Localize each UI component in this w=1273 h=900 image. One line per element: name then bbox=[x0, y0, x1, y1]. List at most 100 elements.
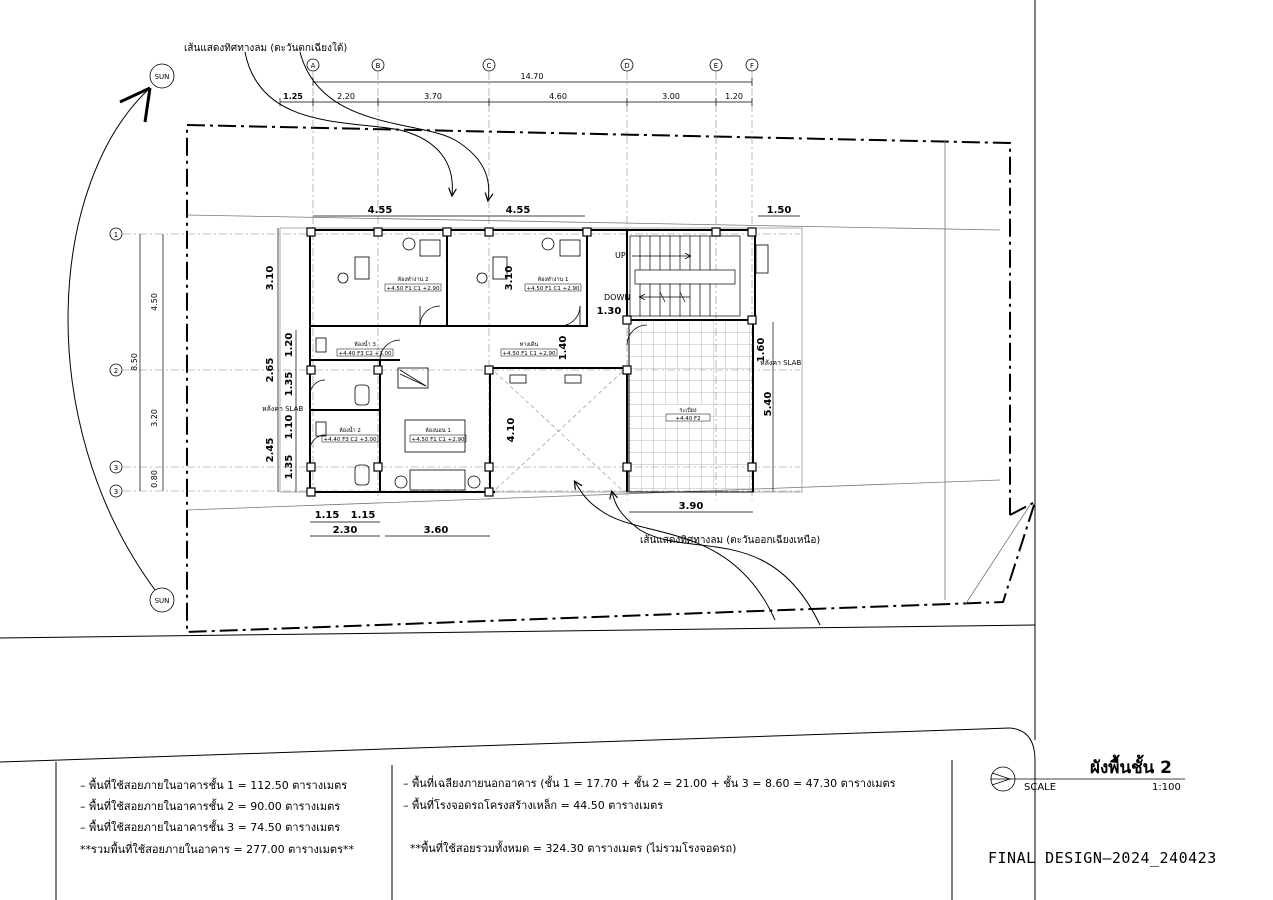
dim-left-outer-4: 0.80 bbox=[150, 470, 159, 488]
structural-columns bbox=[306, 227, 757, 497]
sheet-frame bbox=[0, 0, 1036, 900]
dim-top-3: 3.70 bbox=[424, 92, 442, 101]
dim-bottom-3: 2.30 bbox=[333, 525, 358, 536]
svg-text:+4.50 F1 C1 +2.90: +4.50 F1 C1 +2.90 bbox=[527, 286, 580, 292]
svg-text:+4.40 F3 C2 +3.00: +4.40 F3 C2 +3.00 bbox=[339, 351, 392, 357]
svg-text:ห้องนอน 1: ห้องนอน 1 bbox=[425, 427, 451, 434]
grid-bubble-a: A bbox=[306, 58, 320, 72]
dim-interior-6: 5.40 bbox=[763, 392, 774, 417]
svg-text:1: 1 bbox=[114, 231, 118, 239]
roof-slab-label-left: หลังคา SLAB bbox=[262, 405, 303, 413]
svg-text:+4.40 F3 C2 +3.00: +4.40 F3 C2 +3.00 bbox=[324, 437, 377, 443]
sun-top-marker: SUN bbox=[149, 63, 175, 89]
dim-room-top-3: 1.50 bbox=[767, 205, 792, 216]
design-code: FINAL DESIGN–2024_240423 bbox=[988, 849, 1217, 867]
void-cross bbox=[494, 371, 623, 491]
room-tag-bedroom-1: ห้องนอน 1 +4.50 F1 C1 +2.90 bbox=[409, 427, 467, 443]
adjacent-lines bbox=[186, 140, 1031, 606]
dim-top-4: 4.60 bbox=[549, 92, 567, 101]
svg-text:+4.50 F1 C1 +2.90: +4.50 F1 C1 +2.90 bbox=[387, 286, 440, 292]
room-tags: ห้องทำงาน 2 +4.50 F1 C1 +2.90 ห้องทำงาน … bbox=[321, 276, 711, 443]
wind-arrows bbox=[244, 51, 821, 626]
sheet-title: ผังพื้นชั้น 2 bbox=[1090, 758, 1172, 778]
dim-left-inner-5: 1.35 bbox=[284, 372, 295, 397]
stair-up-label: UP bbox=[615, 251, 626, 260]
dim-left-outer-1: 4.50 bbox=[150, 293, 159, 311]
dim-left-outer-3: 3.20 bbox=[150, 409, 159, 427]
dim-left-inner-7: 1.35 bbox=[284, 455, 295, 480]
svg-text:D: D bbox=[624, 62, 629, 70]
dim-interior-5: 1.60 bbox=[756, 338, 767, 363]
dim-bottom-4: 3.60 bbox=[424, 525, 449, 536]
grid-bubble-c: C bbox=[482, 58, 496, 72]
area-note-floor-1: – พื้นที่ใช้สอยภายในอาคารชั้น 1 = 112.50… bbox=[80, 779, 348, 792]
staircase bbox=[629, 235, 741, 317]
svg-text:SUN: SUN bbox=[155, 597, 170, 605]
svg-text:3: 3 bbox=[114, 488, 118, 496]
floor-slab bbox=[279, 227, 803, 493]
dim-top-1: 1.25 bbox=[283, 92, 303, 101]
svg-text:+4.50 F1 C1 +2.90: +4.50 F1 C1 +2.90 bbox=[412, 437, 465, 443]
room-tag-corridor: ทางเดิน +4.50 F1 C1 +2.90 bbox=[500, 341, 558, 357]
roof-slab-label-right: หลังคา SLAB bbox=[760, 359, 801, 367]
dim-interior-2: 1.30 bbox=[597, 306, 622, 317]
area-note-carport: – พื้นที่โรงจอดรถโครงสร้างเหล็ก = 44.50 … bbox=[403, 799, 664, 812]
svg-text:A: A bbox=[311, 62, 316, 70]
area-note-grand-total: **พื้นที่ใช้สอยรวมทั้งหมด = 324.30 ตาราง… bbox=[410, 842, 737, 855]
svg-text:+4.50 F1 C1 +2.90: +4.50 F1 C1 +2.90 bbox=[503, 351, 556, 357]
scale-label: SCALE bbox=[1024, 782, 1057, 793]
svg-text:SUN: SUN bbox=[155, 73, 170, 81]
left-dimensions bbox=[139, 228, 297, 492]
svg-text:ทางเดิน: ทางเดิน bbox=[520, 341, 539, 348]
dim-left-inner-4: 1.20 bbox=[284, 333, 295, 358]
dim-bottom-5: 3.90 bbox=[679, 501, 704, 512]
svg-text:ห้องทำงาน 1: ห้องทำงาน 1 bbox=[537, 276, 568, 283]
dim-top-6: 1.20 bbox=[725, 92, 743, 101]
room-tag-bathroom-3: ห้องน้ำ 3 +4.40 F3 C2 +3.00 bbox=[336, 340, 394, 357]
area-note-total-interior: **รวมพื้นที่ใช้สอยภายในอาคาร = 277.00 ตา… bbox=[80, 843, 354, 856]
dim-interior-4: 4.10 bbox=[506, 418, 517, 443]
scale-symbol bbox=[990, 766, 1185, 792]
svg-text:ห้องน้ำ 3: ห้องน้ำ 3 bbox=[354, 340, 376, 348]
dim-left-inner-1: 3.10 bbox=[265, 266, 276, 291]
grid-bubble-1: 1 bbox=[109, 227, 123, 241]
grid-bubble-2: 2 bbox=[109, 363, 123, 377]
grid-bubble-f: F bbox=[745, 58, 759, 72]
room-tag-balcony: ระเบียง +4.40 F2 bbox=[665, 405, 711, 422]
dim-room-top-1: 4.55 bbox=[368, 205, 393, 216]
grid-bubble-b: B bbox=[371, 58, 385, 72]
dim-top-5: 3.00 bbox=[662, 92, 680, 101]
dim-left-inner-3: 2.45 bbox=[265, 438, 276, 463]
sun-path bbox=[67, 86, 156, 591]
scale-value: 1:100 bbox=[1152, 782, 1181, 793]
grid-bubble-3a: 3 bbox=[109, 460, 123, 474]
dim-interior-1: 3.10 bbox=[504, 266, 515, 291]
grid-bubbles: A B C D E F 1 2 3 3 bbox=[109, 58, 759, 498]
grid-bubble-e: E bbox=[709, 58, 723, 72]
dim-interior-3: 1.40 bbox=[558, 336, 569, 361]
dim-overall-top: 14.70 bbox=[521, 72, 544, 81]
room-tag-bathroom-2: ห้องน้ำ 2 +4.40 F3 C2 +3.00 bbox=[321, 426, 379, 443]
dim-bottom-2: 1.15 bbox=[351, 510, 376, 521]
area-note-floor-3: – พื้นที่ใช้สอยภายในอาคารชั้น 3 = 74.50 … bbox=[80, 821, 341, 834]
area-note-terrace: – พื้นที่เฉลียงภายนอกอาคาร (ชั้น 1 = 17.… bbox=[403, 777, 896, 790]
dim-left-inner-2: 2.65 bbox=[265, 358, 276, 383]
dim-left-outer-2: 8.50 bbox=[130, 353, 139, 371]
svg-text:B: B bbox=[376, 62, 381, 70]
svg-text:F: F bbox=[750, 62, 754, 70]
area-note-floor-2: – พื้นที่ใช้สอยภายในอาคารชั้น 2 = 90.00 … bbox=[80, 800, 341, 813]
svg-text:ระเบียง: ระเบียง bbox=[679, 407, 697, 414]
svg-text:+4.40 F2: +4.40 F2 bbox=[675, 416, 700, 422]
sun-bottom-marker: SUN bbox=[149, 587, 175, 613]
room-tag-office-2: ห้องทำงาน 2 +4.50 F1 C1 +2.90 bbox=[384, 276, 442, 292]
svg-text:ห้องน้ำ 2: ห้องน้ำ 2 bbox=[339, 426, 361, 434]
dim-left-inner-6: 1.10 bbox=[284, 415, 295, 440]
svg-text:ห้องทำงาน 2: ห้องทำงาน 2 bbox=[397, 276, 428, 283]
svg-text:E: E bbox=[714, 62, 718, 70]
dim-top-2: 2.20 bbox=[337, 92, 355, 101]
sun-markers: SUN SUN bbox=[149, 63, 175, 613]
grid-bubble-3b: 3 bbox=[109, 484, 123, 498]
dim-room-top-2: 4.55 bbox=[506, 205, 531, 216]
bottom-dimensions bbox=[310, 511, 753, 537]
